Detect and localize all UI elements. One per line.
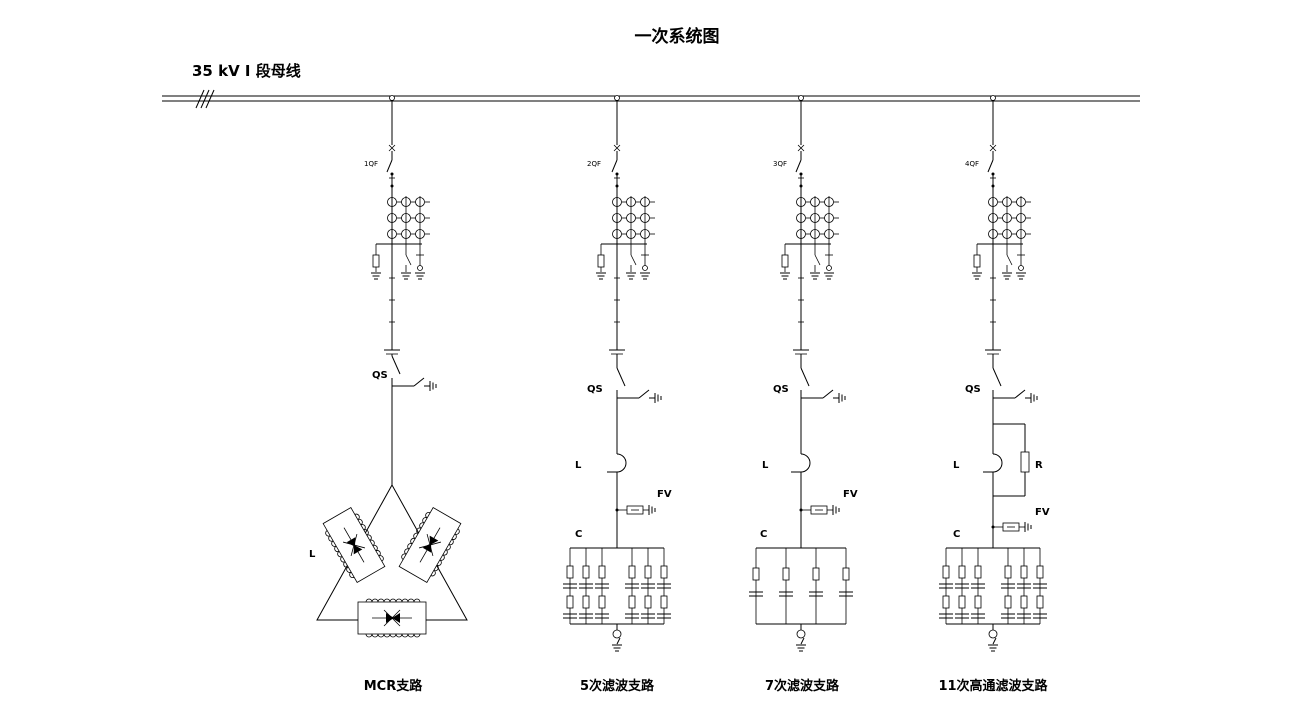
bus-junction <box>798 95 804 101</box>
resistor-icon <box>1020 451 1030 473</box>
fuse-icon <box>1036 565 1044 579</box>
disconnector-with-earthing <box>800 354 846 403</box>
neutral-ct-icon <box>988 629 998 639</box>
bus-label: 35 kV Ⅰ 段母线 <box>192 62 301 80</box>
fuse-icon <box>942 595 950 609</box>
fuse-icon <box>598 595 606 609</box>
neutral-ct-icon <box>612 629 622 639</box>
surge-arrester-icon <box>615 505 656 515</box>
branch-5th-filter <box>563 95 671 652</box>
capacitor-bank <box>749 547 853 652</box>
caption-3: 7次滤波支路 <box>765 678 840 694</box>
fuse-icon <box>644 595 652 609</box>
fuse-icon <box>842 567 850 581</box>
fuse-icon <box>974 595 982 609</box>
bus-junction <box>614 95 620 101</box>
fuse-icon <box>1004 595 1012 609</box>
fuse-icon <box>598 565 606 579</box>
thyristor-cell <box>322 507 386 583</box>
arrester-icon <box>372 254 380 268</box>
surge-arrester-icon <box>991 522 1032 532</box>
reactor-label-2: L <box>575 460 582 471</box>
fuse-icon <box>942 565 950 579</box>
switch-label-3: QS <box>773 384 789 395</box>
mcr-delta-reactor <box>316 392 468 638</box>
caption-4: 11次高通滤波支路 <box>938 678 1048 694</box>
disconnector-with-earthing <box>391 354 437 391</box>
fuse-icon <box>566 595 574 609</box>
fuse-icon <box>1020 595 1028 609</box>
fuse-icon <box>660 595 668 609</box>
fuse-icon <box>628 595 636 609</box>
fuse-icon <box>660 565 668 579</box>
diagram-title: 一次系统图 <box>635 26 720 47</box>
thyristor-cell <box>398 507 462 583</box>
resistor-label-4: R <box>1035 460 1043 471</box>
switch-label-2: QS <box>587 384 603 395</box>
arrester-label-3: FV <box>843 489 858 500</box>
capacitor-label-2: C <box>575 529 582 540</box>
capacitor-label-4: C <box>953 529 960 540</box>
capacitor-bank <box>563 547 671 652</box>
fuse-icon <box>582 565 590 579</box>
switch-label-4: QS <box>965 384 981 395</box>
switch-label-1: QS <box>372 370 388 381</box>
busbar <box>162 89 1140 109</box>
arrester-label-2: FV <box>657 489 672 500</box>
disconnector-with-earthing <box>616 354 662 403</box>
reactor-icon <box>607 448 627 478</box>
arrester-icon <box>973 254 981 268</box>
reactor-icon <box>791 448 811 478</box>
capacitor-bank <box>939 547 1047 652</box>
caption-1: MCR支路 <box>364 678 423 694</box>
fuse-icon <box>644 565 652 579</box>
fuse-icon <box>974 565 982 579</box>
fuse-icon <box>628 565 636 579</box>
breaker-label-3: 3QF <box>773 160 787 168</box>
fuse-icon <box>582 595 590 609</box>
capacitor-label-3: C <box>760 529 767 540</box>
arrester-icon <box>781 254 789 268</box>
reactor-label-3: L <box>762 460 769 471</box>
thyristor-cell <box>357 598 427 638</box>
switchgear-cabinet <box>596 95 655 355</box>
branch-7th-filter <box>749 95 853 652</box>
branch-mcr <box>316 95 468 638</box>
arrester-label-4: FV <box>1035 507 1050 518</box>
fuse-icon <box>812 567 820 581</box>
breaker-label-2: 2QF <box>587 160 601 168</box>
breaker-label-4: 4QF <box>965 160 979 168</box>
branch-11th-highpass-filter <box>939 95 1047 652</box>
reactor-label-1: L <box>309 549 316 560</box>
fuse-icon <box>1020 565 1028 579</box>
bus-junction <box>990 95 996 101</box>
fuse-icon <box>566 565 574 579</box>
fuse-icon <box>782 567 790 581</box>
breaker-label-1: 1QF <box>364 160 378 168</box>
switchgear-cabinet <box>371 95 430 355</box>
arrester-icon <box>597 254 605 268</box>
surge-arrester-icon <box>799 505 840 515</box>
neutral-ct-icon <box>796 629 806 639</box>
disconnector-with-earthing <box>992 354 1038 403</box>
fuse-icon <box>1036 595 1044 609</box>
switchgear-cabinet <box>972 95 1031 355</box>
fuse-icon <box>752 567 760 581</box>
fuse-icon <box>958 595 966 609</box>
caption-2: 5次滤波支路 <box>580 678 655 694</box>
reactor-label-4: L <box>953 460 960 471</box>
switchgear-cabinet <box>780 95 839 355</box>
reactor-icon <box>983 448 1003 478</box>
bus-junction <box>389 95 395 101</box>
fuse-icon <box>1004 565 1012 579</box>
fuse-icon <box>958 565 966 579</box>
